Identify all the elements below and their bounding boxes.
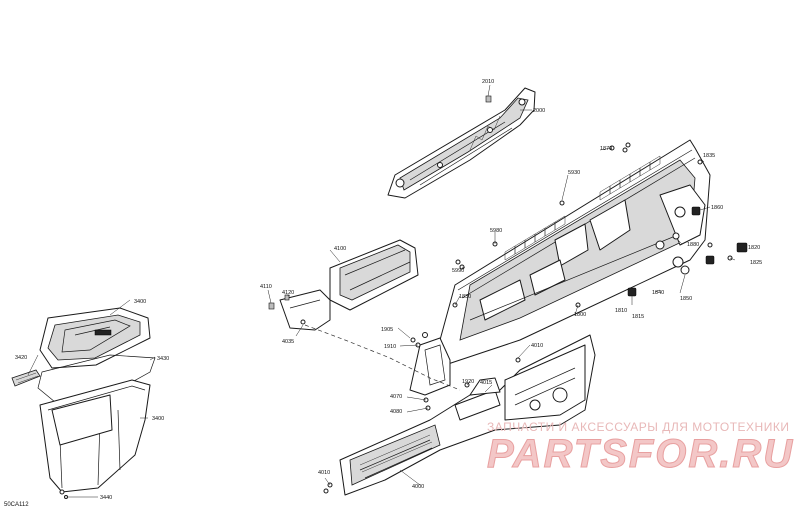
callout-4100: 4100 xyxy=(334,246,346,252)
callout-1815: 1815 xyxy=(632,314,644,320)
callout-1860: 1860 xyxy=(711,205,723,211)
callout-4010-lower: 4010 xyxy=(318,470,330,476)
callout-4110: 4110 xyxy=(260,284,272,290)
callout-1920: 1920 xyxy=(462,379,474,385)
callout-1830: 1830 xyxy=(459,294,471,300)
callout-1800: 1800 xyxy=(574,312,586,318)
callout-4035: 4035 xyxy=(282,339,294,345)
main-panel-1800 xyxy=(409,139,711,396)
callout-1810: 1810 xyxy=(615,308,627,314)
callout-3420: 3420 xyxy=(15,355,27,361)
callout-1880: 1880 xyxy=(687,242,699,248)
callout-1835: 1835 xyxy=(703,153,715,159)
callout-1825: 1825 xyxy=(750,260,762,266)
upper-rail-2000 xyxy=(387,87,536,199)
fastener-2010 xyxy=(485,84,492,103)
callout-3430: 3430 xyxy=(157,356,169,362)
callout-3400-lid: 3400 xyxy=(134,299,146,305)
callout-3400-bin: 3400 xyxy=(152,416,164,422)
callout-5980: 5980 xyxy=(490,228,502,234)
callout-1905: 1905 xyxy=(381,327,393,333)
callout-2000: 2000 xyxy=(533,108,545,114)
callout-5930: 5930 xyxy=(568,170,580,176)
drawing-code: 50CA112 xyxy=(4,502,29,508)
watermark: ЗАПЧАСТИ И АКСЕССУАРЫ ДЛЯ МОТОТЕХНИКИ PA… xyxy=(487,420,795,476)
fastener-4110 xyxy=(267,289,275,310)
callout-1820: 1820 xyxy=(748,245,760,251)
callout-labels: 2010 2000 1870 1835 5930 1860 5980 1880 … xyxy=(15,79,762,501)
duct-4100 xyxy=(279,239,419,331)
callout-5990: 5990 xyxy=(452,268,464,274)
callout-1910: 1910 xyxy=(384,344,396,350)
watermark-tagline: ЗАПЧАСТИ И АКСЕССУАРЫ ДЛЯ МОТОТЕХНИКИ xyxy=(487,420,790,434)
callout-3440: 3440 xyxy=(100,495,112,501)
lower-duct-4000 xyxy=(339,334,596,496)
callout-4080: 4080 xyxy=(390,409,402,415)
callout-4015: 4015 xyxy=(480,380,492,386)
callout-1870: 1870 xyxy=(600,146,612,152)
callout-1840: 1840 xyxy=(652,290,664,296)
callout-2010: 2010 xyxy=(482,79,494,85)
callout-1850: 1850 xyxy=(680,296,692,302)
watermark-logo: PARTSFOR.RU xyxy=(487,432,795,476)
callout-4010-upper: 4010 xyxy=(531,343,543,349)
fastener-4120 xyxy=(284,294,291,301)
callout-4120: 4120 xyxy=(282,290,294,296)
leader-lines xyxy=(27,109,747,498)
storage-box-3400 xyxy=(11,307,156,499)
alignment-line xyxy=(304,324,461,391)
callout-4070: 4070 xyxy=(390,394,402,400)
callout-4000: 4000 xyxy=(412,484,424,490)
